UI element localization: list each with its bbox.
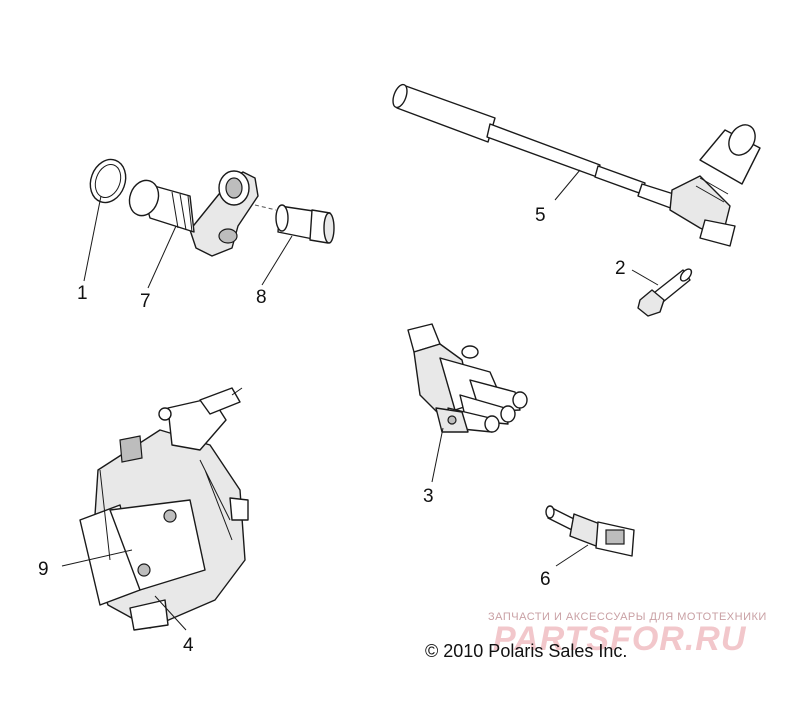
callout-7: 7	[140, 291, 151, 312]
callouts: 1 7 8 5 2 3 6 9 4	[38, 205, 626, 656]
callout-3: 3	[423, 486, 434, 507]
part-2-bolt	[637, 268, 693, 317]
copyright-text: © 2010 Polaris Sales Inc.	[425, 641, 627, 661]
callout-8: 8	[256, 287, 267, 308]
watermark-tagline: ЗАПЧАСТИ И АКСЕССУАРЫ ДЛЯ МОТОТЕХНИКИ	[488, 611, 767, 623]
callout-1: 1	[77, 283, 88, 304]
callout-6: 6	[540, 569, 551, 590]
part-4-9-throttle-body	[79, 387, 249, 631]
watermark-logo: PARTSFOR.RU	[493, 620, 747, 658]
callout-5: 5	[535, 205, 546, 226]
callout-9: 9	[38, 559, 49, 580]
part-5-cable-sensor	[392, 83, 761, 247]
callout-4: 4	[183, 635, 194, 656]
part-3-valve	[407, 323, 528, 433]
leader-lines	[61, 169, 659, 631]
callout-2: 2	[615, 258, 626, 279]
part-7-sensor	[128, 170, 259, 257]
watermark: ЗАПЧАСТИ И АКСЕССУАРЫ ДЛЯ МОТОТЕХНИКИ PA…	[488, 611, 767, 658]
part-6-temp-sensor	[545, 505, 635, 557]
part-1-o-ring	[89, 158, 127, 204]
part-8-spacer	[254, 204, 335, 244]
